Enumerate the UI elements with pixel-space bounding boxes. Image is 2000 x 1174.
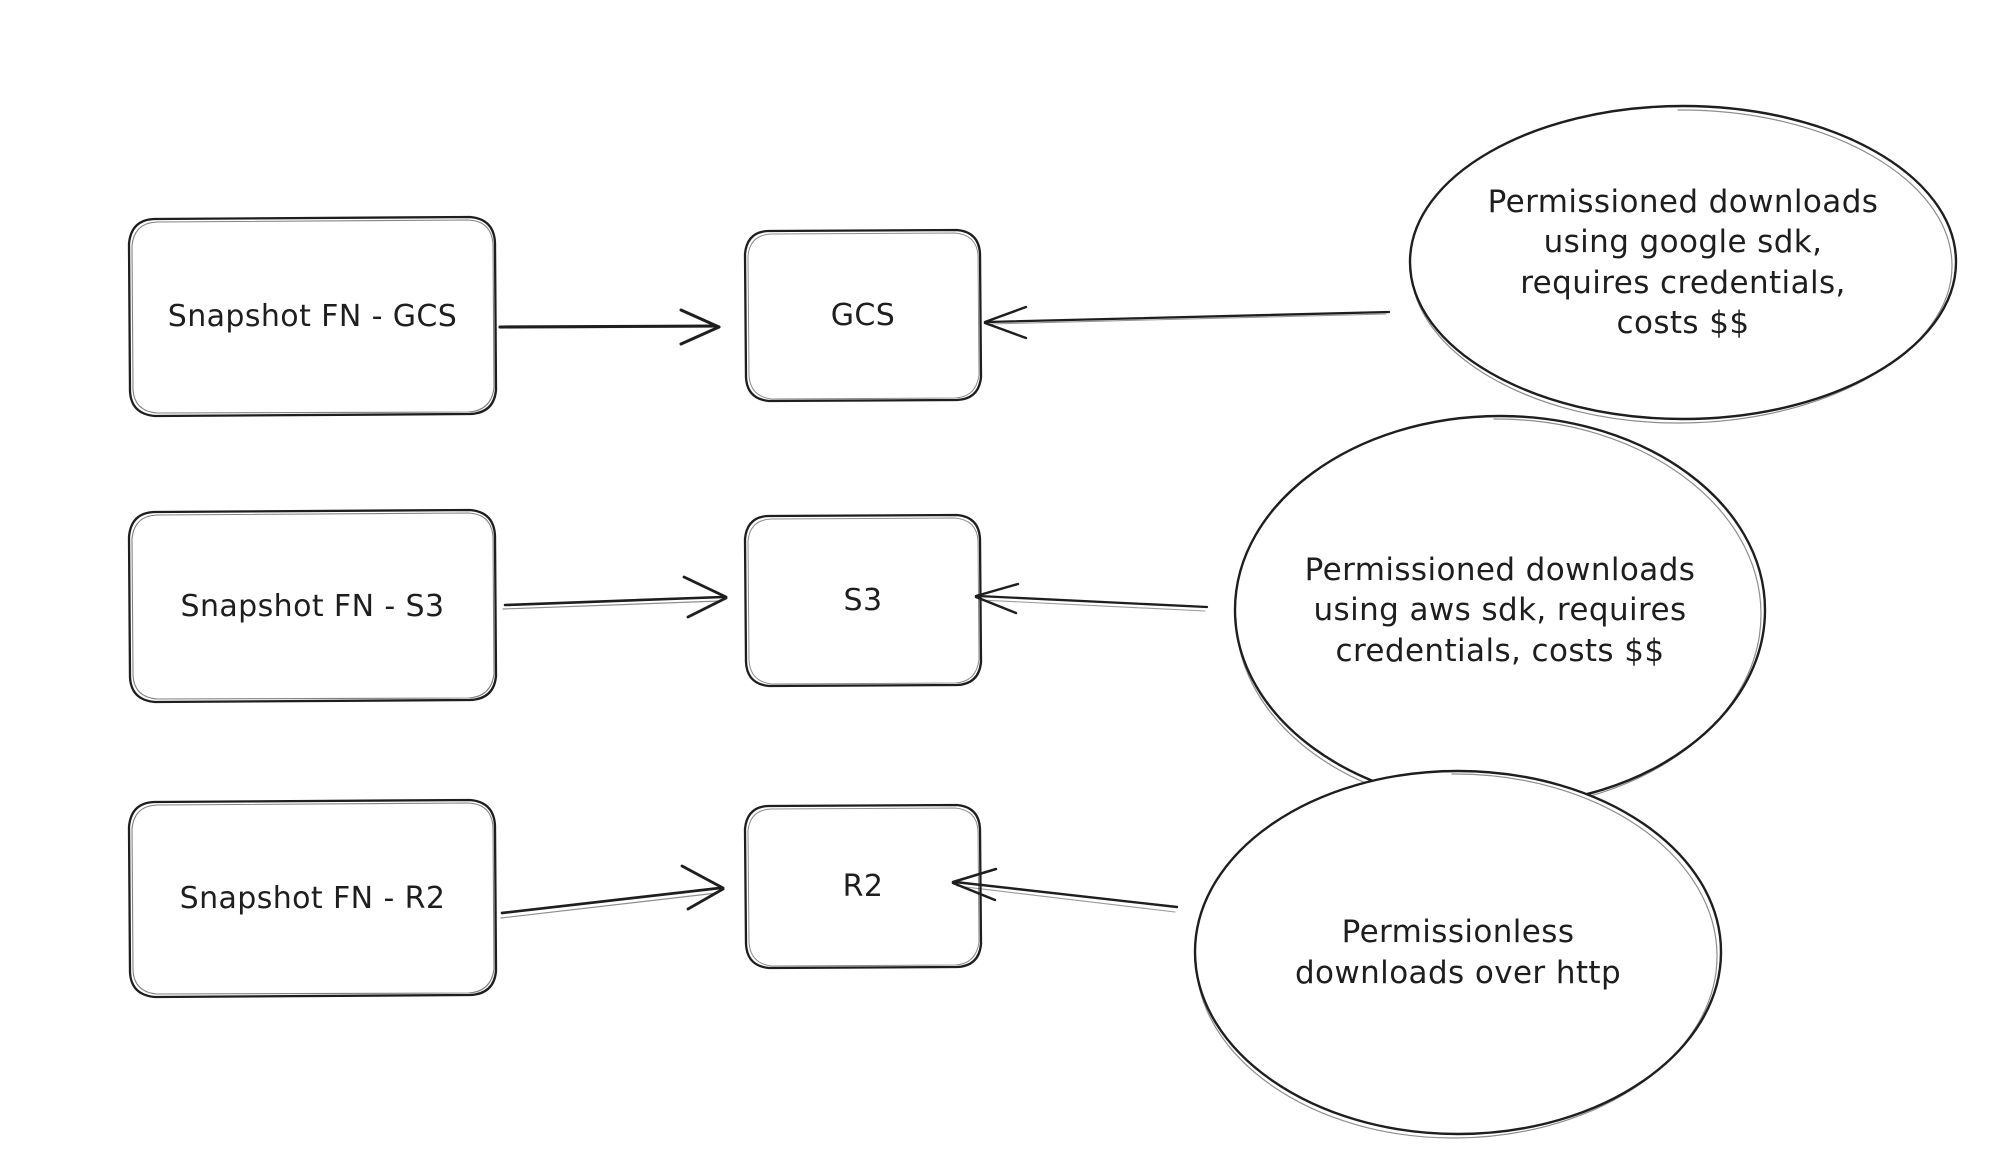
arrow-s3-write <box>502 575 728 619</box>
node-shape-s3[interactable] <box>743 513 983 688</box>
note-shape-gcs[interactable] <box>1408 104 1958 424</box>
arrow-gcs-read <box>983 305 1391 340</box>
arrow-r2-write <box>500 864 725 919</box>
arrow-s3-read <box>974 582 1209 615</box>
arrow-r2-read <box>951 867 1179 913</box>
node-shape-gcs[interactable] <box>743 228 983 403</box>
node-shape-snapshot-fn-r2[interactable] <box>127 798 498 999</box>
note-shape-r2[interactable] <box>1193 769 1723 1139</box>
node-shape-snapshot-fn-gcs[interactable] <box>127 215 498 418</box>
note-shape-s3[interactable] <box>1233 414 1767 810</box>
node-shape-snapshot-fn-s3[interactable] <box>127 508 498 704</box>
node-shape-r2[interactable] <box>743 803 983 970</box>
arrow-gcs-write <box>498 308 721 346</box>
